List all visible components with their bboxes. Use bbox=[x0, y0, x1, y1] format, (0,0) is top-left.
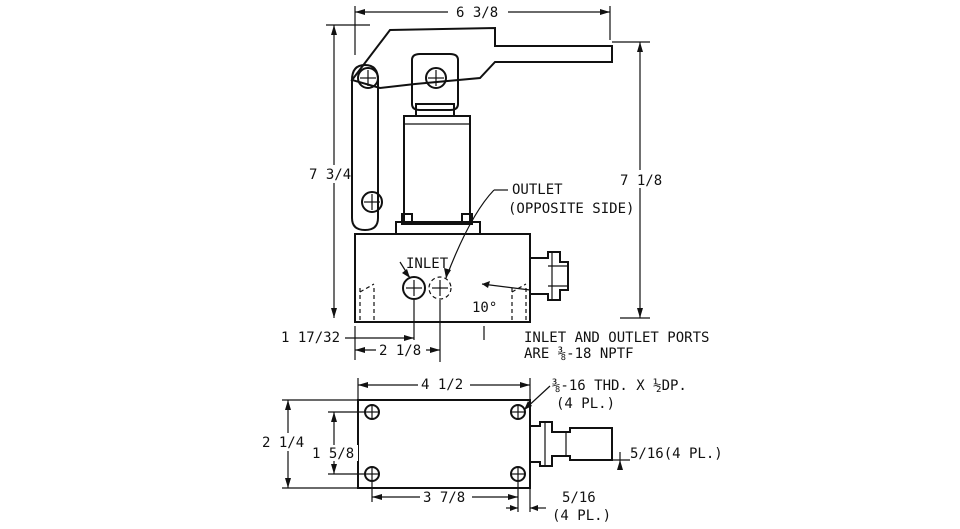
mount-hole bbox=[510, 404, 526, 420]
dim-overall-width: 6 3/8 bbox=[456, 5, 498, 21]
dim-offset-side: 1 17/32 bbox=[281, 330, 340, 346]
dim-handle-height: 7 1/8 bbox=[620, 173, 662, 189]
dim-overall-height: 7 3/4 bbox=[309, 167, 351, 183]
dim-inlet-offset: 2 1/8 bbox=[379, 343, 421, 359]
thread-note-1: ⅜-16 THD. X ½DP. bbox=[552, 378, 687, 394]
dim-base-width: 2 1/4 bbox=[262, 435, 304, 451]
ports-note-2: ARE ⅜-18 NPTF bbox=[524, 346, 634, 362]
plan-view: 4 1/2 5/16(4 PL.) bbox=[260, 376, 723, 524]
thread-note-2: (4 PL.) bbox=[556, 396, 615, 412]
label-outlet-side: (OPPOSITE SIDE) bbox=[508, 201, 634, 217]
mount-hole bbox=[364, 404, 380, 420]
label-inlet: INLET bbox=[406, 256, 449, 272]
dim-hole-spacing-y: 1 5/8 bbox=[312, 446, 354, 462]
dim-side-offset: 5/16(4 PL.) bbox=[630, 446, 723, 462]
label-outlet: OUTLET bbox=[512, 182, 563, 198]
side-view: 6 3/8 7 3/4 7 1/8 bbox=[278, 4, 709, 362]
dim-edge-offset-qty: (4 PL.) bbox=[552, 508, 611, 524]
ports-note-1: INLET AND OUTLET PORTS bbox=[524, 330, 709, 346]
mount-hole bbox=[510, 466, 526, 482]
mount-hole bbox=[364, 466, 380, 482]
dim-edge-offset: 5/16 bbox=[562, 490, 596, 506]
dim-angle: 10° bbox=[472, 300, 497, 316]
dim-base-length: 4 1/2 bbox=[421, 377, 463, 393]
dim-hole-spacing-x: 3 7/8 bbox=[423, 490, 465, 506]
